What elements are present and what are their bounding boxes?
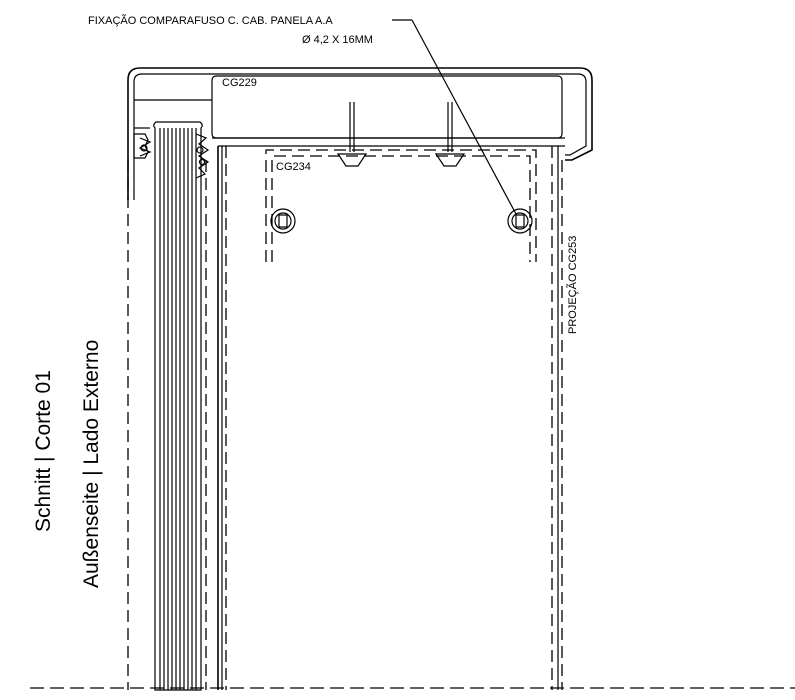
side-title: Außenseite | Lado Externo [80,340,103,588]
screw-top-left [336,102,368,167]
hidden-lines [30,146,795,690]
fixing-leader [392,19,517,215]
fixing-note-line1: FIXAÇÃO COMPARAFUSO C. CAB. PANELA A.A [88,14,333,27]
profile-cg229 [127,67,593,200]
gasket-right [195,133,210,179]
screw-head-right [507,208,533,234]
gasket-left [133,133,152,159]
frame-verticals [217,146,559,690]
fixing-note-line2: Ø 4,2 X 16MM [302,34,373,46]
label-cg234: CG234 [276,161,311,173]
profile-cg234 [265,149,537,262]
label-projection-cg253: PROJEÇÃO CG253 [566,236,579,334]
section-title: Schnitt | Corte 01 [32,370,55,532]
glass-panel [153,121,203,691]
label-cg229: CG229 [222,77,257,89]
screw-head-left [270,208,296,234]
screw-top-right [434,102,466,167]
